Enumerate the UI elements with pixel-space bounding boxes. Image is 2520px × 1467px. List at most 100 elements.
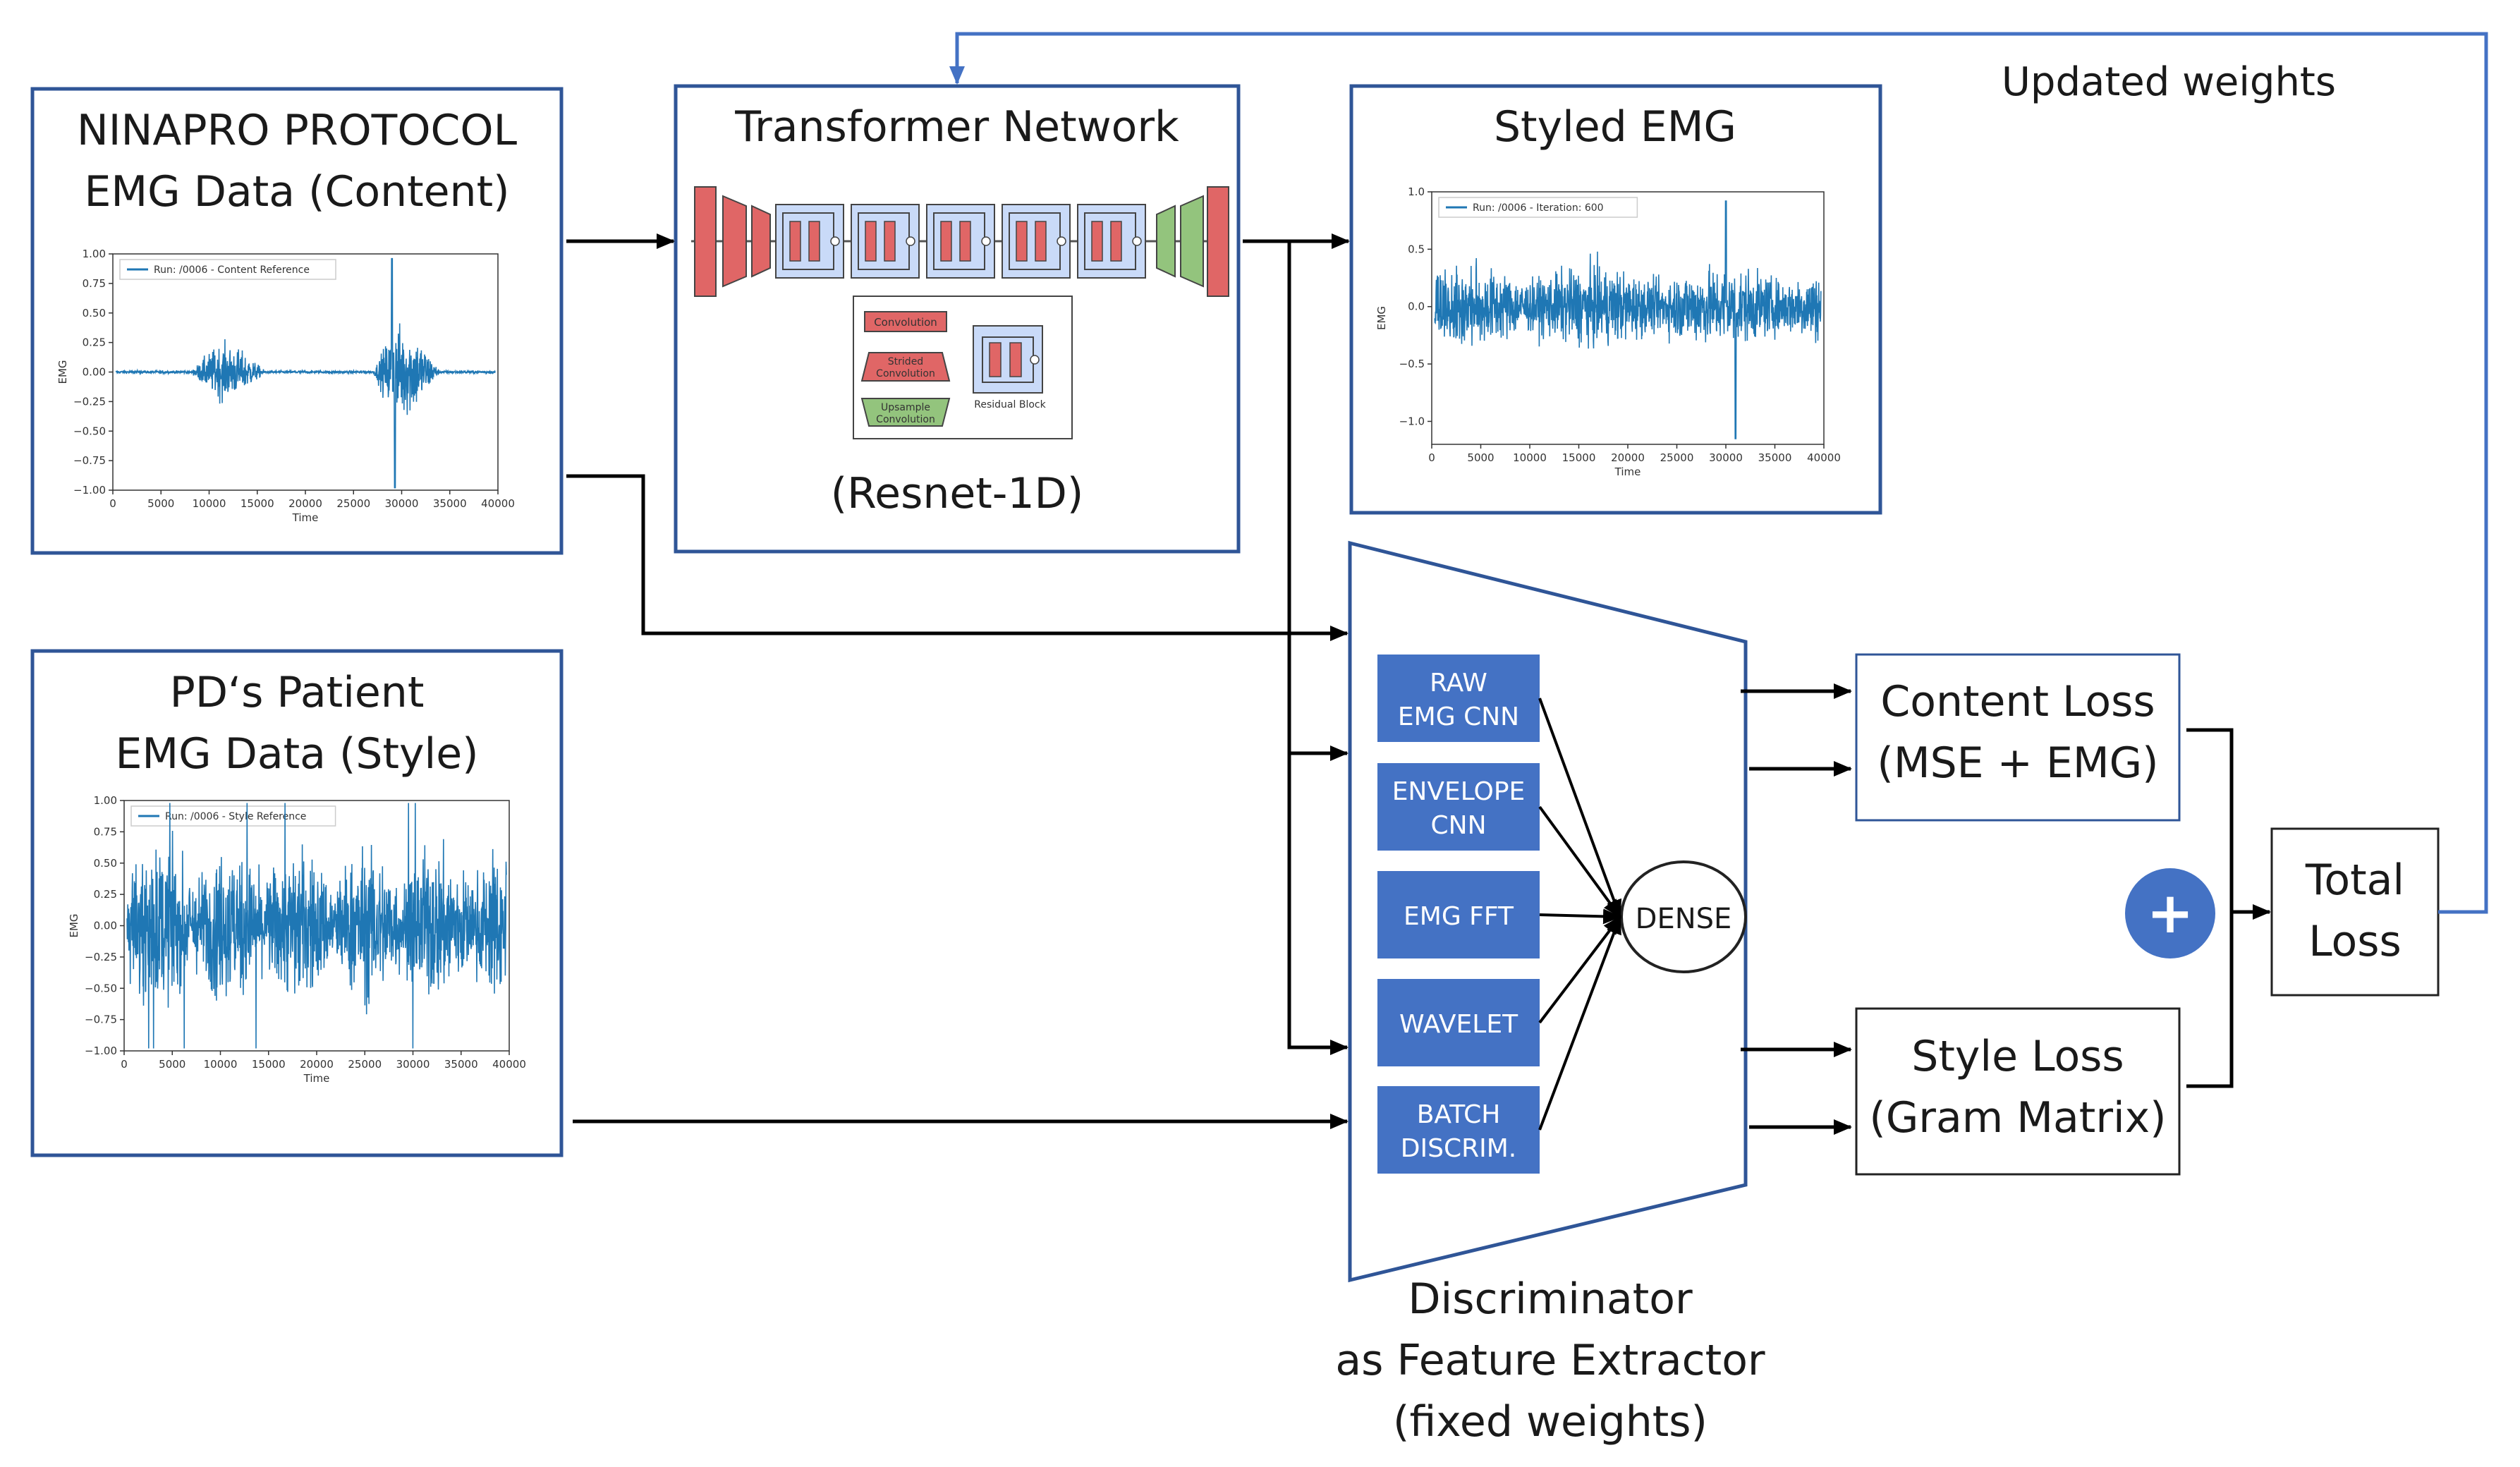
module-label-line2: CNN xyxy=(1431,811,1487,840)
total-loss-line1: Total xyxy=(2305,856,2404,905)
x-tick-label: 10000 xyxy=(1513,451,1547,464)
module-label-line1: EMG FFT xyxy=(1404,902,1514,931)
residual-block-5 xyxy=(1077,204,1146,279)
y-tick-label: −0.75 xyxy=(73,454,106,467)
style-title-line1: PD‘s Patient xyxy=(170,668,425,717)
y-tick-label: 0.50 xyxy=(94,857,117,870)
style-reference-plot: 1.000.750.500.250.00−0.25−0.50−0.75−1.00… xyxy=(68,794,526,1085)
content-loss-line2: (MSE + EMG) xyxy=(1877,738,2158,788)
style-emg-box: PD‘s Patient EMG Data (Style) 1.000.750.… xyxy=(30,649,564,1157)
legend-text: Run: /0006 - Style Reference xyxy=(165,811,306,822)
y-tick-label: −1.00 xyxy=(85,1045,117,1057)
y-tick-label: 0.5 xyxy=(1408,243,1425,255)
y-tick-label: −0.75 xyxy=(85,1013,117,1026)
transformer-subtitle: (Resnet-1D) xyxy=(831,469,1083,518)
x-tick-label: 25000 xyxy=(336,497,370,510)
x-tick-label: 40000 xyxy=(492,1058,526,1071)
y-tick-label: 0.75 xyxy=(83,277,106,290)
x-tick-label: 30000 xyxy=(1709,451,1743,464)
y-axis-label: EMG xyxy=(56,360,69,384)
y-tick-label: 1.0 xyxy=(1408,185,1425,198)
x-tick-label: 25000 xyxy=(1660,451,1694,464)
loss-sum-bracket xyxy=(2186,728,2234,1088)
plot-legend: Run: /0006 - Content Reference xyxy=(119,259,336,280)
x-tick-label: 20000 xyxy=(1611,451,1645,464)
y-tick-label: 0.75 xyxy=(94,825,117,838)
x-tick-label: 40000 xyxy=(481,497,515,510)
x-tick-label: 20000 xyxy=(300,1058,334,1071)
content-emg-box: NINAPRO PROTOCOL EMG Data (Content) 1.00… xyxy=(30,87,564,555)
residual-block-2 xyxy=(851,204,920,279)
connector-arrows xyxy=(566,233,1852,1135)
y-tick-label: −1.0 xyxy=(1399,415,1425,427)
module-label-line2: EMG CNN xyxy=(1398,702,1519,731)
y-tick-label: −0.25 xyxy=(85,951,117,963)
discriminator-caption-line2: as Feature Extractor xyxy=(1335,1336,1765,1385)
x-axis-label: Time xyxy=(303,1072,330,1085)
x-tick-label: 10000 xyxy=(204,1058,238,1071)
edge-module-2-to-dense xyxy=(1538,805,1621,918)
discriminator-caption-line3: (fixed weights) xyxy=(1393,1397,1708,1447)
module-label-line1: WAVELET xyxy=(1399,1010,1518,1039)
y-tick-label: −0.5 xyxy=(1399,358,1425,370)
legend-upsample-2: Convolution xyxy=(876,414,935,425)
edge-module-5-to-dense xyxy=(1538,915,1621,1131)
upsample-conv-layer-1 xyxy=(1156,205,1176,278)
x-tick-label: 0 xyxy=(1428,451,1435,464)
legend-strided-1: Strided xyxy=(888,356,923,367)
y-tick-label: 0.25 xyxy=(83,336,106,349)
total-loss-line2: Loss xyxy=(2308,917,2402,966)
plus-icon xyxy=(2125,868,2215,958)
updated-weights-label: Updated weights xyxy=(2002,59,2336,105)
y-tick-label: 0.00 xyxy=(83,366,106,379)
x-tick-label: 0 xyxy=(109,497,116,510)
y-axis-label: EMG xyxy=(68,913,80,937)
discriminator-module-5: BATCH DISCRIM. xyxy=(1377,1086,1540,1174)
arrow-styled-to-wavelet-branch xyxy=(1287,241,1349,1055)
x-tick-label: 10000 xyxy=(193,497,226,510)
discriminator-module-2: ENVELOPE CNN xyxy=(1377,763,1540,851)
legend-strided-2: Convolution xyxy=(876,368,935,379)
x-tick-label: 5000 xyxy=(159,1058,185,1071)
dense-label: DENSE xyxy=(1636,903,1732,935)
conv-layer-1 xyxy=(694,186,717,297)
legend-text: Run: /0006 - Content Reference xyxy=(154,264,310,276)
x-tick-label: 40000 xyxy=(1807,451,1841,464)
residual-block-1 xyxy=(775,204,844,279)
y-tick-label: −0.25 xyxy=(73,395,106,408)
module-label-line1: BATCH xyxy=(1417,1100,1501,1129)
plot-legend: Run: /0006 - Style Reference xyxy=(130,805,336,827)
style-loss-line2: (Gram Matrix) xyxy=(1869,1093,2166,1143)
module-label-line1: ENVELOPE xyxy=(1392,777,1526,806)
y-tick-label: 0.0 xyxy=(1408,300,1425,313)
legend-upsample-1: Upsample xyxy=(881,402,930,413)
style-loss-line1: Style Loss xyxy=(1911,1032,2124,1081)
y-tick-label: 0.25 xyxy=(94,888,117,901)
style-loss-box: Style Loss (Gram Matrix) xyxy=(1855,1007,2181,1176)
conv-layer-2 xyxy=(1207,186,1229,297)
legend-residual: Residual Block xyxy=(974,399,1046,410)
y-tick-label: −0.50 xyxy=(73,425,106,437)
legend-text: Run: /0006 - Iteration: 600 xyxy=(1473,202,1604,214)
transformer-title: Transformer Network xyxy=(734,102,1179,152)
legend-convolution: Convolution xyxy=(874,316,937,329)
module-label-line2: DISCRIM. xyxy=(1401,1134,1516,1163)
x-tick-label: 0 xyxy=(121,1058,128,1071)
x-axis-label: Time xyxy=(292,511,319,524)
content-title-line2: EMG Data (Content) xyxy=(84,167,509,217)
x-tick-label: 15000 xyxy=(252,1058,286,1071)
x-tick-label: 35000 xyxy=(444,1058,478,1071)
emg-signal-line xyxy=(126,803,507,1049)
y-tick-label: 1.00 xyxy=(83,248,106,260)
style-title-line2: EMG Data (Style) xyxy=(115,729,478,779)
content-loss-line1: Content Loss xyxy=(1880,677,2155,726)
x-tick-label: 35000 xyxy=(1758,451,1792,464)
x-tick-label: 25000 xyxy=(348,1058,382,1071)
discriminator-module-3: EMG FFT xyxy=(1377,871,1540,958)
x-tick-label: 35000 xyxy=(433,497,467,510)
resnet-architecture-strip xyxy=(691,186,1229,297)
